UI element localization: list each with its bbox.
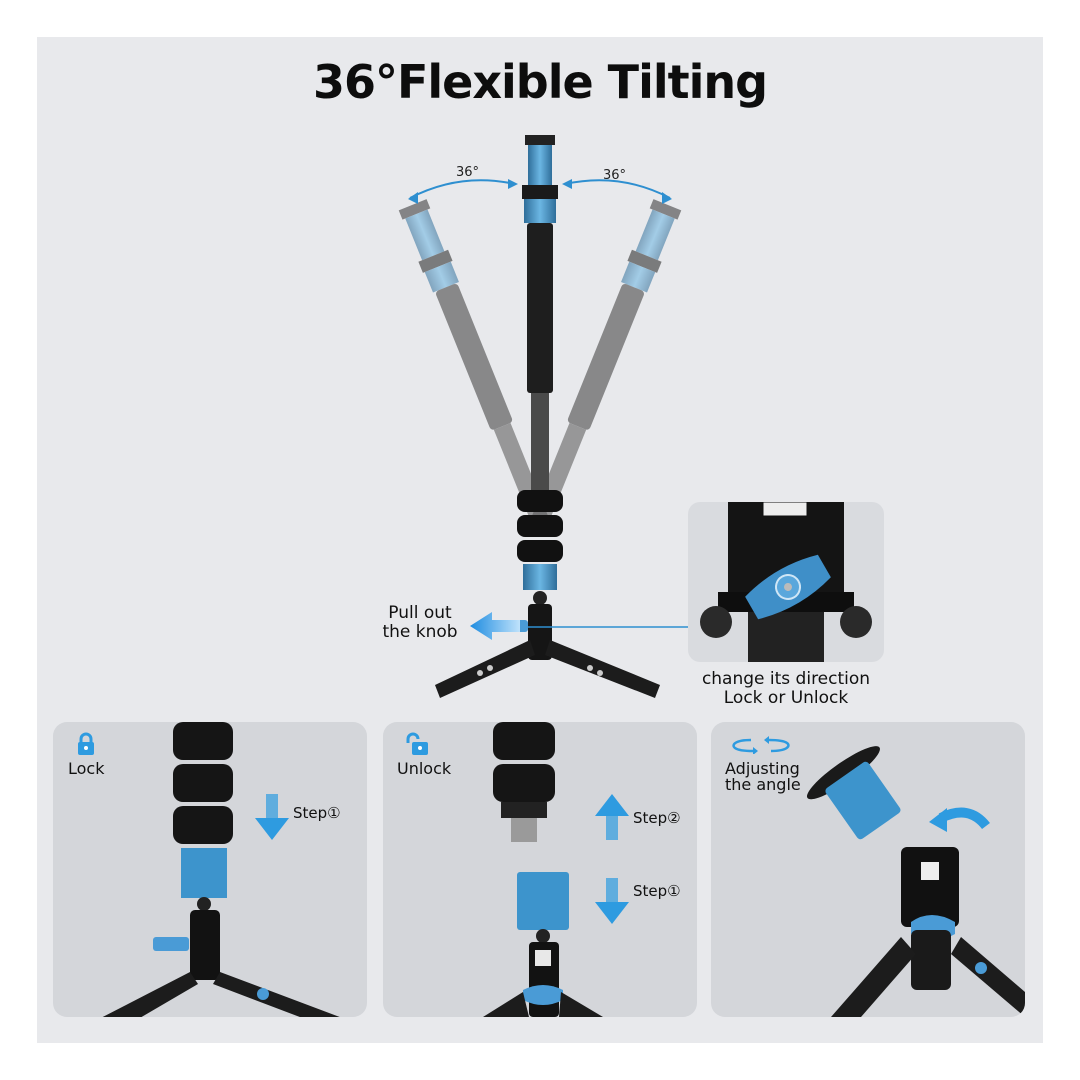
knob-detail-inset — [688, 502, 884, 662]
panel-unlock: Unlock Step② Step① — [383, 722, 697, 1017]
step-label: Step② — [633, 809, 681, 827]
page-title: 36°Flexible Tilting — [312, 55, 768, 109]
inset-caption-line1: change its direction — [701, 669, 871, 689]
arrow-down-icon — [595, 878, 629, 924]
panel-lock-label: Lock — [68, 759, 105, 778]
pull-knob-caption: Pull out the knob — [372, 604, 468, 642]
panel-unlock-label: Unlock — [397, 759, 452, 778]
unlock-icon — [406, 732, 428, 755]
pull-knob-caption-line1: Pull out — [388, 603, 452, 623]
knob-closeup-image — [700, 502, 872, 662]
arrow-down-icon — [255, 794, 289, 840]
lock-icon — [78, 732, 94, 755]
panel-adjust-label-line2: the angle — [725, 775, 801, 794]
inset-caption: change its direction Lock or Unlock — [680, 670, 892, 708]
arrow-up-icon — [595, 794, 629, 840]
unlock-step-image — [483, 722, 603, 1017]
pull-knob-caption-line2: the knob — [382, 622, 458, 642]
step-label: Step① — [293, 804, 341, 822]
inset-caption-line2: Lock or Unlock — [723, 688, 849, 708]
angle-label-left: 36° — [456, 165, 480, 180]
rotate-icon — [732, 736, 790, 754]
step-label: Step① — [633, 882, 681, 900]
monopod-tilt-illustration — [398, 135, 690, 698]
panel-adjust-label: Adjusting the angle — [725, 761, 801, 793]
lock-step-image — [102, 722, 340, 1017]
panel-adjust-angle: Adjusting the angle — [711, 722, 1025, 1017]
angle-label-right: 36° — [603, 168, 627, 183]
panel-lock: Lock Step① — [53, 722, 367, 1017]
adjust-angle-image — [806, 746, 1025, 1017]
panel-adjust-label-line1: Adjusting — [725, 759, 800, 778]
